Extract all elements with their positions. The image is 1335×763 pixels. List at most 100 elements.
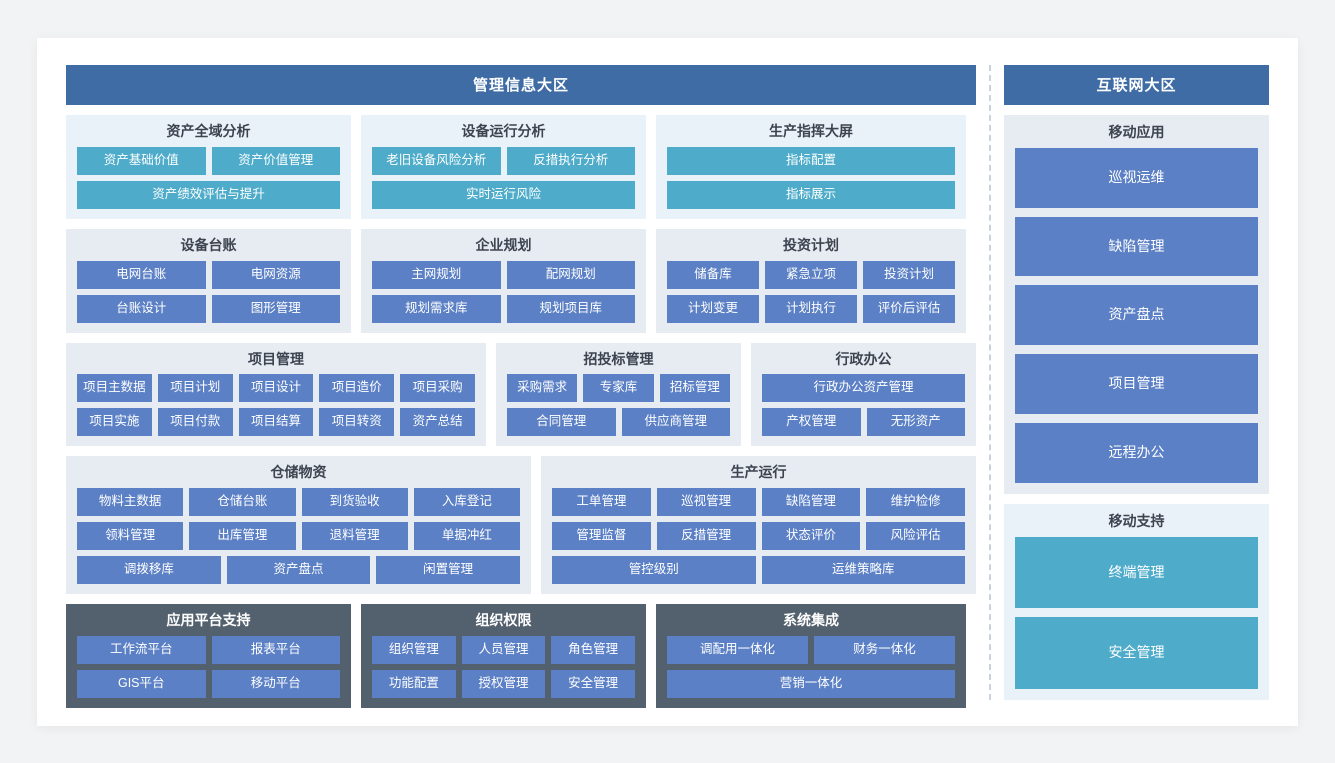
tile-bidding-management-0-2[interactable]: 招标管理 — [659, 374, 730, 403]
tile-production-operation-1-3[interactable]: 风险评估 — [866, 522, 965, 551]
tile-production-command-screen-1-0[interactable]: 指标展示 — [667, 180, 955, 209]
tile-enterprise-planning-1-1[interactable]: 规划项目库 — [506, 294, 635, 323]
tile-investment-plan-0-1[interactable]: 紧急立项 — [765, 260, 857, 289]
tile-organization-permission-1-1[interactable]: 授权管理 — [461, 669, 546, 698]
tile-investment-plan-1-1[interactable]: 计划执行 — [765, 294, 857, 323]
tile-production-operation-0-0[interactable]: 工单管理 — [552, 488, 651, 517]
panel-row: 项目管理项目主数据项目计划项目设计项目造价项目采购项目实施项目付款项目结算项目转… — [66, 342, 976, 447]
tile-production-command-screen-0-0[interactable]: 指标配置 — [667, 146, 955, 175]
tile-row: 行政办公资产管理 — [762, 374, 965, 403]
tile-organization-permission-1-2[interactable]: 安全管理 — [551, 669, 636, 698]
tile-project-management-1-1[interactable]: 项目付款 — [157, 408, 233, 437]
tile-project-management-0-3[interactable]: 项目造价 — [319, 374, 395, 403]
tile-project-management-1-2[interactable]: 项目结算 — [238, 408, 314, 437]
tile-mobile-support-0[interactable]: 终端管理 — [1015, 536, 1258, 609]
tile-mobile-application-2[interactable]: 资产盘点 — [1015, 285, 1258, 346]
tile-bidding-management-0-1[interactable]: 专家库 — [583, 374, 654, 403]
tile-warehouse-materials-1-3[interactable]: 单据冲红 — [413, 522, 520, 551]
tile-asset-global-analysis-1-0[interactable]: 资产绩效评估与提升 — [77, 180, 340, 209]
tile-enterprise-planning-0-0[interactable]: 主网规划 — [372, 260, 501, 289]
tile-system-integration-1-0[interactable]: 营销一体化 — [667, 669, 955, 698]
tile-production-operation-2-0[interactable]: 管控级别 — [552, 556, 756, 585]
panel-system-integration: 系统集成调配用一体化财务一体化营销一体化 — [656, 604, 966, 708]
tile-production-operation-0-3[interactable]: 维护检修 — [866, 488, 965, 517]
tile-project-management-0-4[interactable]: 项目采购 — [400, 374, 475, 403]
tile-investment-plan-1-2[interactable]: 评价后评估 — [863, 294, 955, 323]
right-panels-container: 移动应用巡视运维缺陷管理资产盘点项目管理远程办公移动支持终端管理安全管理 — [1004, 105, 1269, 701]
tile-production-operation-1-1[interactable]: 反措管理 — [656, 522, 756, 551]
tile-application-platform-support-1-0[interactable]: GIS平台 — [77, 669, 206, 698]
tile-application-platform-support-0-0[interactable]: 工作流平台 — [77, 635, 206, 664]
tile-organization-permission-0-1[interactable]: 人员管理 — [461, 635, 546, 664]
tile-administrative-office-1-1[interactable]: 无形资产 — [866, 408, 965, 437]
tile-mobile-application-4[interactable]: 远程办公 — [1015, 422, 1258, 483]
tile-asset-global-analysis-0-0[interactable]: 资产基础价值 — [77, 146, 206, 175]
tile-asset-global-analysis-0-1[interactable]: 资产价值管理 — [211, 146, 340, 175]
tile-row: 老旧设备风险分析反措执行分析 — [372, 146, 635, 175]
tile-equipment-operation-analysis-0-1[interactable]: 反措执行分析 — [506, 146, 635, 175]
tile-production-operation-2-1[interactable]: 运维策略库 — [761, 556, 965, 585]
tile-system-integration-0-1[interactable]: 财务一体化 — [814, 635, 955, 664]
tile-application-platform-support-1-1[interactable]: 移动平台 — [211, 669, 340, 698]
tile-project-management-1-3[interactable]: 项目转资 — [319, 408, 395, 437]
panel-project-management: 项目管理项目主数据项目计划项目设计项目造价项目采购项目实施项目付款项目结算项目转… — [66, 342, 486, 447]
tile-investment-plan-0-2[interactable]: 投资计划 — [863, 260, 955, 289]
tile-investment-plan-0-0[interactable]: 储备库 — [667, 260, 759, 289]
tile-project-management-1-4[interactable]: 资产总结 — [400, 408, 475, 437]
tile-production-operation-1-0[interactable]: 管理监督 — [552, 522, 651, 551]
tile-warehouse-materials-2-0[interactable]: 调拨移库 — [77, 556, 221, 585]
tile-equipment-operation-analysis-1-0[interactable]: 实时运行风险 — [372, 180, 635, 209]
tile-warehouse-materials-0-1[interactable]: 仓储台账 — [189, 488, 296, 517]
tile-equipment-ledger-0-1[interactable]: 电网资源 — [211, 260, 340, 289]
tile-warehouse-materials-0-0[interactable]: 物料主数据 — [77, 488, 184, 517]
tile-mobile-support-1[interactable]: 安全管理 — [1015, 617, 1258, 690]
tile-warehouse-materials-2-2[interactable]: 闲置管理 — [376, 556, 521, 585]
tile-equipment-ledger-1-1[interactable]: 图形管理 — [211, 294, 340, 323]
tile-warehouse-materials-1-1[interactable]: 出库管理 — [189, 522, 296, 551]
tile-mobile-application-3[interactable]: 项目管理 — [1015, 354, 1258, 414]
tile-warehouse-materials-0-2[interactable]: 到货验收 — [301, 488, 408, 517]
tile-organization-permission-1-0[interactable]: 功能配置 — [372, 669, 456, 698]
tile-project-management-1-0[interactable]: 项目实施 — [77, 408, 152, 437]
tile-row: 管控级别运维策略库 — [552, 556, 965, 585]
tile-row: 电网台账电网资源 — [77, 260, 340, 289]
tile-row: 合同管理供应商管理 — [507, 408, 730, 437]
tile-enterprise-planning-0-1[interactable]: 配网规划 — [506, 260, 635, 289]
tile-enterprise-planning-1-0[interactable]: 规划需求库 — [372, 294, 501, 323]
tile-mobile-application-1[interactable]: 缺陷管理 — [1015, 216, 1258, 277]
tile-equipment-operation-analysis-0-0[interactable]: 老旧设备风险分析 — [372, 146, 501, 175]
panel-title: 行政办公 — [835, 350, 892, 367]
panel-title: 组织权限 — [475, 612, 532, 629]
tile-bidding-management-1-1[interactable]: 供应商管理 — [621, 408, 730, 437]
tile-bidding-management-0-0[interactable]: 采购需求 — [507, 374, 578, 403]
tile-row: 工作流平台报表平台 — [77, 635, 340, 664]
panel-administrative-office: 行政办公行政办公资产管理产权管理无形资产 — [751, 342, 976, 447]
tile-row: 营销一体化 — [667, 669, 955, 698]
tile-bidding-management-1-0[interactable]: 合同管理 — [507, 408, 616, 437]
tile-warehouse-materials-0-3[interactable]: 入库登记 — [413, 488, 520, 517]
tile-administrative-office-0-0[interactable]: 行政办公资产管理 — [762, 374, 965, 403]
tile-project-management-0-0[interactable]: 项目主数据 — [77, 374, 152, 403]
tile-warehouse-materials-2-1[interactable]: 资产盘点 — [226, 556, 371, 585]
tile-warehouse-materials-1-2[interactable]: 退料管理 — [301, 522, 408, 551]
tile-investment-plan-1-0[interactable]: 计划变更 — [667, 294, 759, 323]
tile-project-management-0-2[interactable]: 项目设计 — [238, 374, 314, 403]
panel-production-operation: 生产运行工单管理巡视管理缺陷管理维护检修管理监督反措管理状态评价风险评估管控级别… — [541, 456, 976, 595]
panel-title: 设备台账 — [180, 236, 237, 253]
tile-production-operation-0-1[interactable]: 巡视管理 — [656, 488, 756, 517]
panel-title: 仓储物资 — [270, 464, 327, 481]
tile-organization-permission-0-2[interactable]: 角色管理 — [551, 635, 636, 664]
tile-equipment-ledger-0-0[interactable]: 电网台账 — [77, 260, 206, 289]
tile-project-management-0-1[interactable]: 项目计划 — [157, 374, 233, 403]
tile-administrative-office-1-0[interactable]: 产权管理 — [762, 408, 861, 437]
tile-system-integration-0-0[interactable]: 调配用一体化 — [667, 635, 808, 664]
tile-mobile-application-0[interactable]: 巡视运维 — [1015, 147, 1258, 208]
tile-organization-permission-0-0[interactable]: 组织管理 — [372, 635, 456, 664]
tile-application-platform-support-0-1[interactable]: 报表平台 — [211, 635, 340, 664]
tile-equipment-ledger-1-0[interactable]: 台账设计 — [77, 294, 206, 323]
tile-production-operation-1-2[interactable]: 状态评价 — [761, 522, 861, 551]
tile-production-operation-0-2[interactable]: 缺陷管理 — [761, 488, 861, 517]
tile-warehouse-materials-1-0[interactable]: 领料管理 — [77, 522, 184, 551]
panel-production-command-screen: 生产指挥大屏指标配置指标展示 — [656, 115, 966, 219]
